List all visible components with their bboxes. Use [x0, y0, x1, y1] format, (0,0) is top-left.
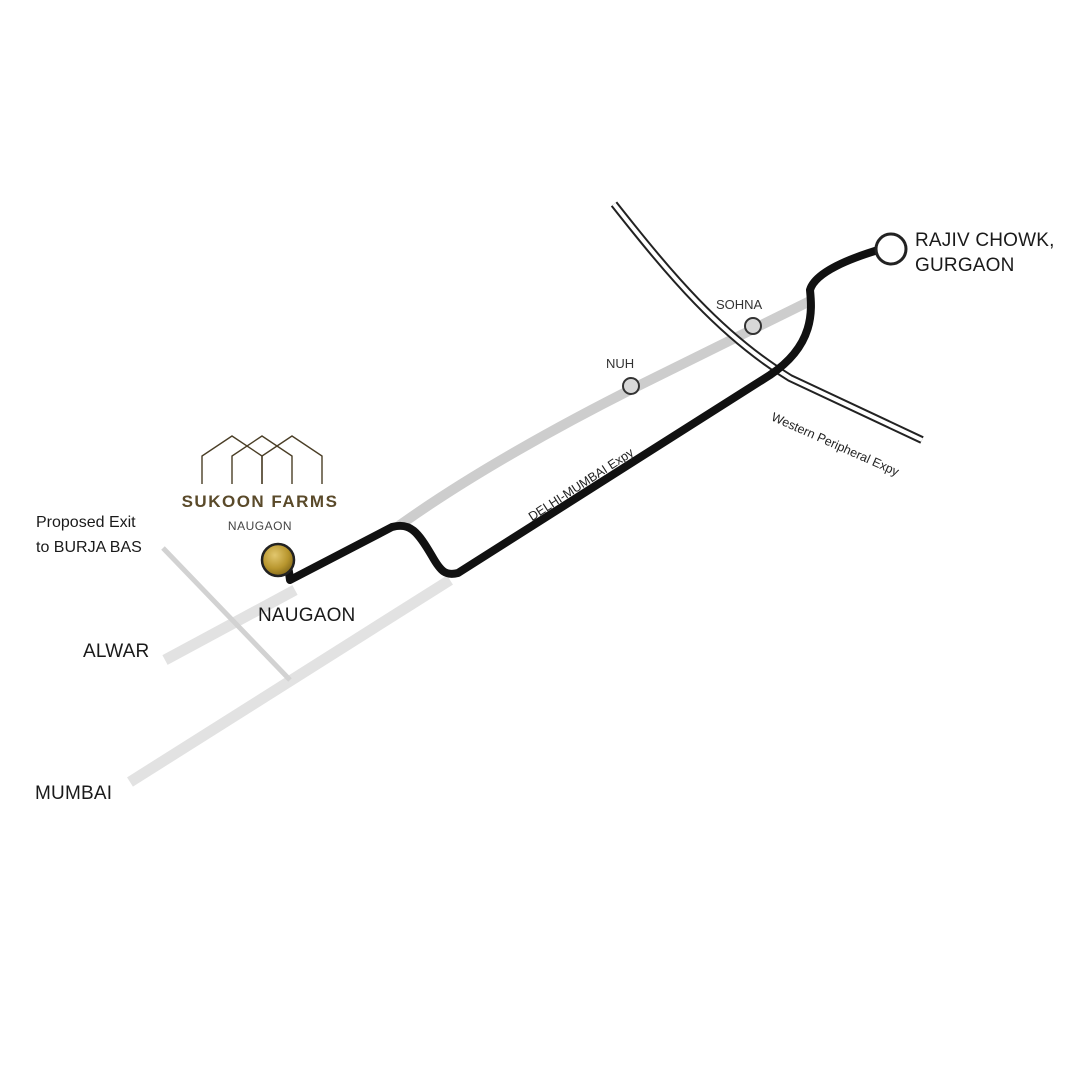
label-mumbai: MUMBAI: [35, 783, 113, 804]
label-alwar: ALWAR: [83, 641, 150, 662]
label-gurgaon: GURGAON: [915, 255, 1015, 276]
nuh-marker: [622, 377, 640, 395]
road-nuh-sohna: [395, 297, 813, 530]
brand-location: NAUGAON: [227, 519, 293, 533]
sohna-marker: [744, 317, 762, 335]
destination-marker: [874, 232, 908, 266]
label-burja-bas: to BURJA BAS: [36, 539, 142, 556]
road-proposed-exit: [161, 546, 292, 682]
route-line: [284, 244, 889, 584]
brand-name: SUKOON FARMS: [181, 492, 339, 511]
road-mumbai: [127, 575, 453, 787]
label-proposed-exit: Proposed Exit: [36, 514, 136, 531]
label-rajiv-chowk: RAJIV CHOWK,: [915, 230, 1055, 251]
naugaon-marker: [260, 542, 296, 578]
label-nuh: NUH: [606, 356, 635, 371]
house-roofs-icon: [201, 435, 323, 484]
label-sohna: SOHNA: [716, 297, 763, 312]
label-naugaon: NAUGAON: [258, 605, 356, 626]
road-alwar: [162, 585, 298, 665]
